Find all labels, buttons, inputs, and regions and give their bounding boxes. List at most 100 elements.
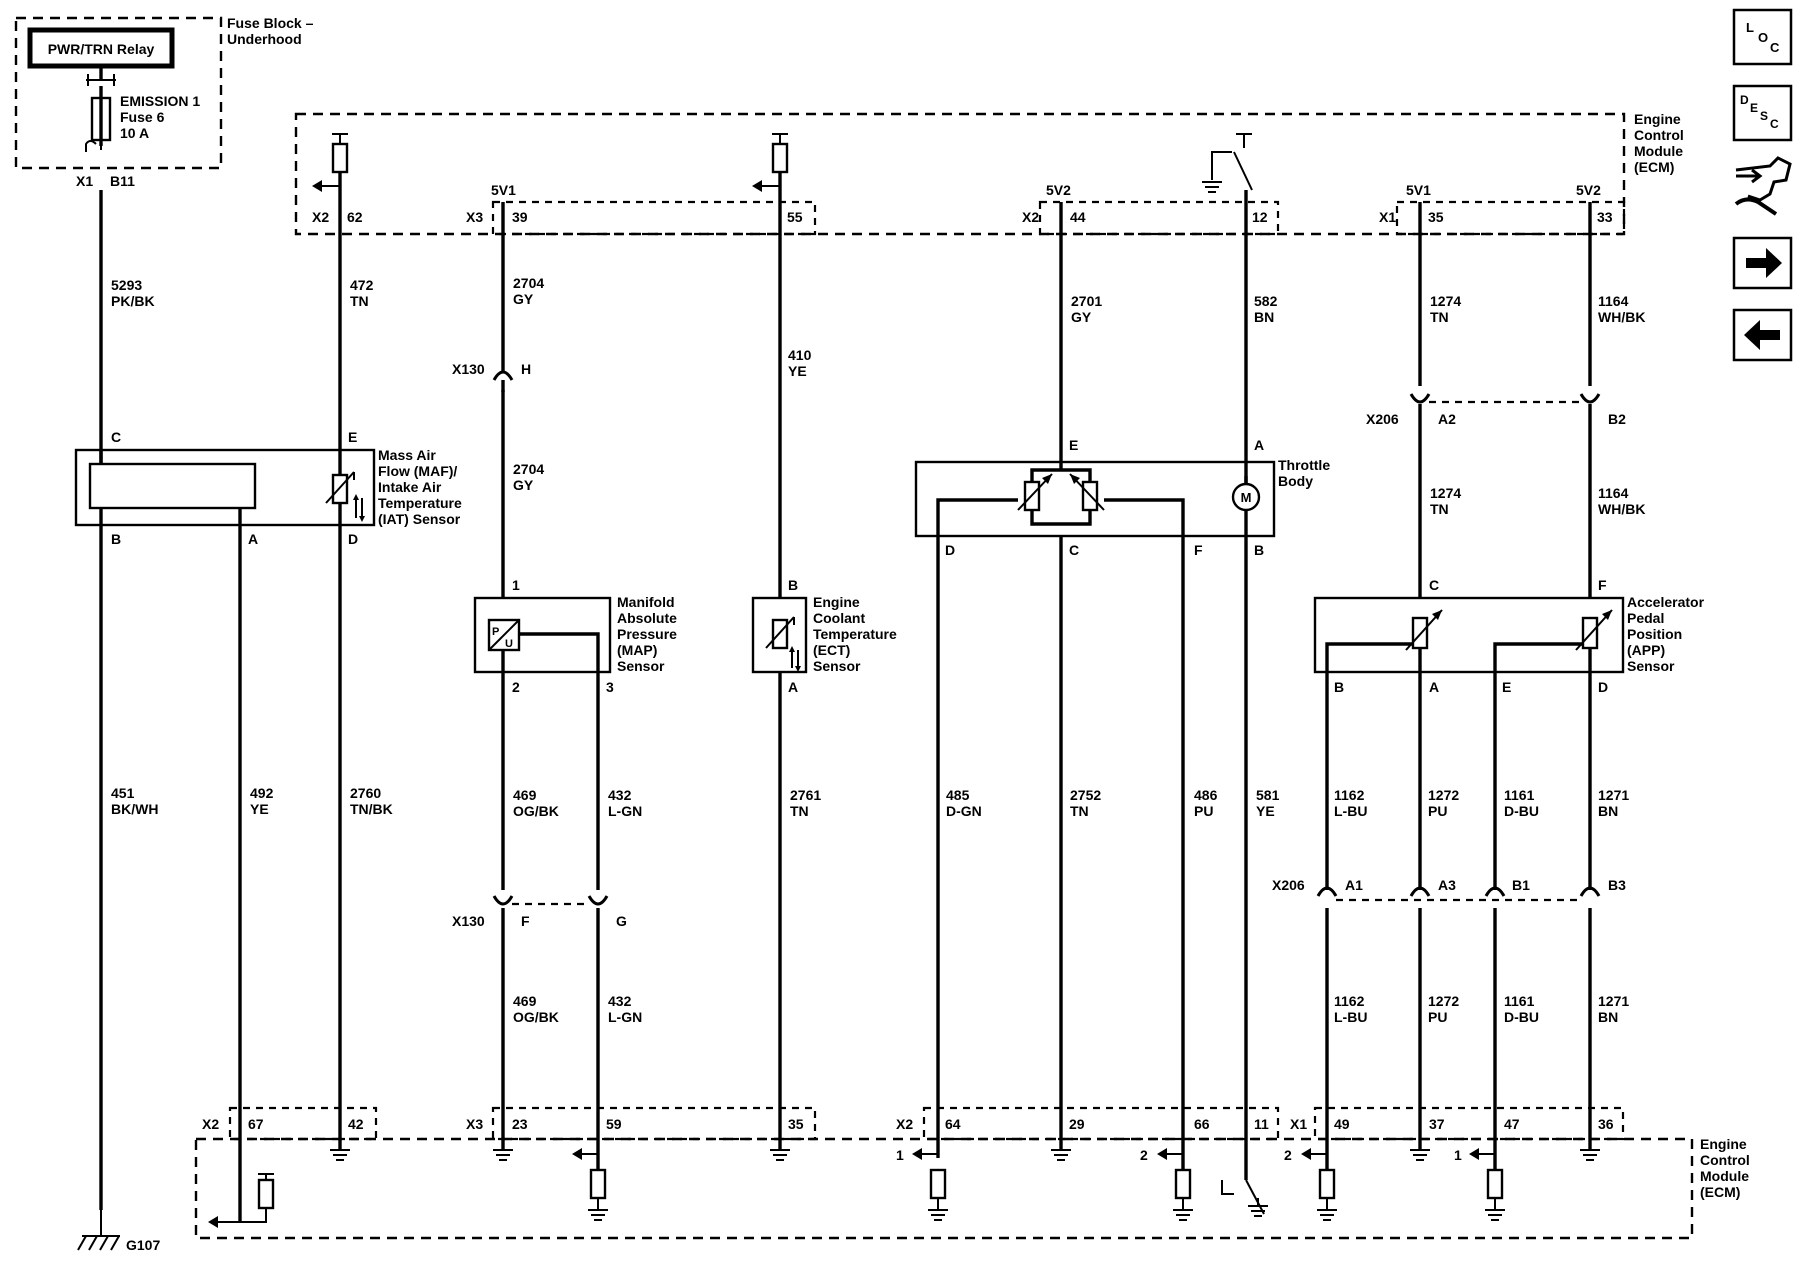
svg-text:485: 485 [946, 787, 970, 803]
pull-down-resistor-icon [572, 1148, 608, 1221]
fuse-rating: 10 A [120, 125, 149, 141]
svg-text:2: 2 [1140, 1147, 1148, 1163]
svg-text:C: C [1429, 577, 1439, 593]
svg-text:D-GN: D-GN [946, 803, 982, 819]
wire-labels-middle: 451 BK/WH 492 YE 2760 TN/BK 469 OG/BK 43… [111, 785, 1629, 819]
next-page-button[interactable] [1732, 236, 1793, 290]
svg-text:C: C [111, 429, 121, 445]
svg-text:TN: TN [790, 803, 809, 819]
svg-text:47: 47 [1504, 1116, 1520, 1132]
svg-text:2: 2 [512, 679, 520, 695]
motor-low-side-switch-icon [1221, 1179, 1268, 1217]
svg-text:2761: 2761 [790, 787, 821, 803]
svg-text:5293: 5293 [111, 277, 142, 293]
svg-text:X2: X2 [202, 1116, 219, 1132]
previous-page-button[interactable] [1732, 308, 1793, 362]
svg-text:35: 35 [788, 1116, 804, 1132]
svg-text:B: B [1254, 542, 1264, 558]
throttle-body: M Throttle Body E A D C F B [914, 437, 1330, 558]
svg-text:E: E [348, 429, 357, 445]
fuse-connector-name: X1 [76, 173, 93, 189]
connector-repair-icon[interactable] [1734, 156, 1792, 216]
svg-text:469: 469 [513, 993, 537, 1009]
fuse-block-boundary [14, 16, 223, 170]
connector-x206-upper: X206 A2 B2 [1366, 393, 1626, 427]
svg-text:WH/BK: WH/BK [1598, 309, 1645, 325]
svg-text:36: 36 [1598, 1116, 1614, 1132]
svg-text:62: 62 [347, 209, 363, 225]
svg-text:X130: X130 [452, 361, 485, 377]
svg-text:67: 67 [248, 1116, 264, 1132]
svg-text:X2: X2 [1022, 209, 1039, 225]
svg-text:TN/BK: TN/BK [350, 801, 393, 817]
svg-text:2701: 2701 [1071, 293, 1102, 309]
svg-text:H: H [521, 361, 531, 377]
svg-text:Pressure: Pressure [617, 626, 677, 642]
svg-text:O: O [1758, 30, 1768, 45]
ground-icon [330, 1149, 1600, 1161]
ecm-bottom-x2-connector [228, 1106, 378, 1141]
svg-text:TN: TN [350, 293, 369, 309]
svg-text:X206: X206 [1366, 411, 1399, 427]
svg-text:M: M [1241, 490, 1252, 505]
wire-labels-lower: 469 OG/BK 432 L-GN 1162 L-BU 1272 PU 116… [513, 993, 1629, 1025]
svg-text:X3: X3 [466, 209, 483, 225]
svg-text:(ECM): (ECM) [1700, 1184, 1740, 1200]
svg-text:B: B [788, 577, 798, 593]
svg-text:Position: Position [1627, 626, 1682, 642]
svg-text:(MAP): (MAP) [617, 642, 657, 658]
fuse-number: Fuse 6 [120, 109, 165, 125]
fuse-block-title-2: Underhood [227, 31, 302, 47]
svg-text:64: 64 [945, 1116, 961, 1132]
ground-label: G107 [126, 1237, 160, 1253]
svg-text:1: 1 [512, 577, 520, 593]
svg-text:1162: 1162 [1334, 787, 1365, 803]
svg-text:1274: 1274 [1430, 293, 1461, 309]
svg-text:1162: 1162 [1334, 993, 1365, 1009]
svg-text:B: B [1334, 679, 1344, 695]
svg-text:U: U [505, 638, 513, 650]
svg-text:12: 12 [1252, 209, 1268, 225]
svg-text:GY: GY [1071, 309, 1092, 325]
svg-text:OG/BK: OG/BK [513, 1009, 559, 1025]
svg-text:TN: TN [1430, 501, 1449, 517]
svg-text:X3: X3 [466, 1116, 483, 1132]
pull-down-resistor-icon [1469, 1148, 1505, 1221]
ecm-top-x2-connector [1038, 200, 1280, 236]
maf-signal-pull-up-icon [208, 1173, 275, 1228]
svg-text:L-BU: L-BU [1334, 1009, 1367, 1025]
ecm-top-x3-connector [491, 200, 817, 236]
svg-text:432: 432 [608, 787, 632, 803]
svg-text:1164: 1164 [1598, 293, 1629, 309]
svg-text:Intake Air: Intake Air [378, 479, 442, 495]
callout-numbers: 1 2 2 1 [896, 1147, 1462, 1163]
svg-text:Sensor: Sensor [617, 658, 665, 674]
svg-text:BN: BN [1598, 1009, 1618, 1025]
svg-text:A2: A2 [1438, 411, 1456, 427]
svg-text:E: E [1069, 437, 1078, 453]
bottom-connector-pin-labels: X2 67 42 X3 23 59 35 X2 64 29 66 11 X1 4… [202, 1116, 1614, 1132]
pull-up-resistor-icon [312, 133, 349, 192]
svg-text:66: 66 [1194, 1116, 1210, 1132]
svg-text:Manifold: Manifold [617, 594, 675, 610]
pull-up-resistor-icon [752, 133, 789, 192]
svg-text:582: 582 [1254, 293, 1278, 309]
svg-text:F: F [1598, 577, 1607, 593]
svg-text:PK/BK: PK/BK [111, 293, 155, 309]
loc-button[interactable]: L O C [1732, 8, 1793, 66]
svg-text:F: F [1194, 542, 1203, 558]
svg-text:X1: X1 [1290, 1116, 1307, 1132]
svg-text:C: C [1770, 117, 1779, 131]
svg-text:S: S [1760, 109, 1768, 123]
desc-button[interactable]: D E S C [1732, 84, 1793, 142]
fuse-connector-icon [85, 140, 102, 152]
ect-sensor: Engine Coolant Temperature (ECT) Sensor … [751, 577, 897, 695]
svg-text:GY: GY [513, 291, 534, 307]
svg-text:1272: 1272 [1428, 787, 1459, 803]
svg-text:Control: Control [1700, 1152, 1750, 1168]
svg-text:G: G [616, 913, 627, 929]
svg-text:Temperature: Temperature [813, 626, 897, 642]
svg-text:TN: TN [1070, 803, 1089, 819]
svg-text:2: 2 [1284, 1147, 1292, 1163]
svg-text:Sensor: Sensor [1627, 658, 1675, 674]
